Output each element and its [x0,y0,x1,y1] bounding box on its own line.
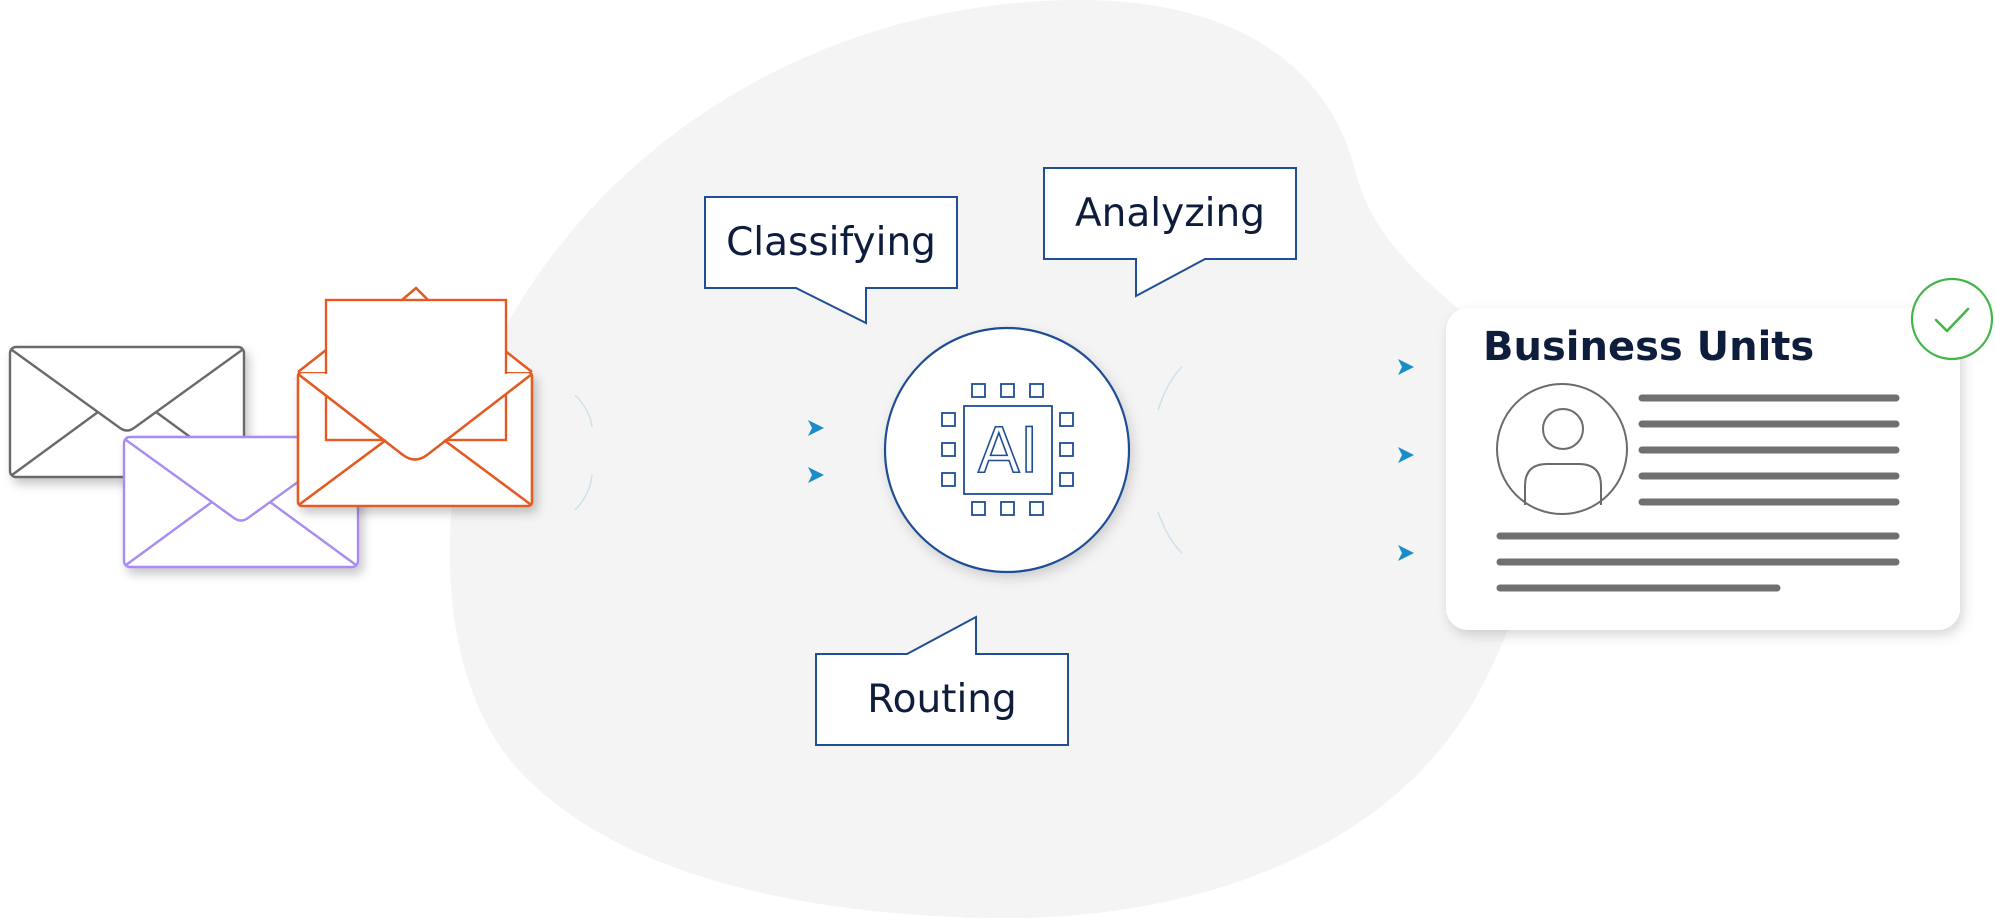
user-avatar-icon [1496,383,1628,515]
classifying-bubble: Classifying [704,196,958,325]
chip-label: AI [978,414,1039,487]
open-envelope-icon [296,286,534,508]
arrow-icon [808,467,824,483]
analyzing-label: Analyzing [1075,191,1265,236]
ai-chip-icon [941,383,1074,516]
ai-processor: AI [883,326,1131,574]
checkmark-icon [1910,277,1994,361]
routing-bubble: Routing [815,615,1069,746]
classifying-label: Classifying [726,220,936,265]
card-title: Business Units [1483,324,1814,370]
arrow-icon [1398,447,1414,463]
card-text-lines [1496,394,1900,592]
email-stack [8,286,534,569]
arrow-icon [1398,359,1414,375]
business-units-card: Business Units [1446,277,1994,630]
routing-label: Routing [867,677,1017,722]
analyzing-bubble: Analyzing [1043,167,1297,298]
outgoing-arrows [1157,359,1414,561]
arrow-icon [1398,545,1414,561]
arrow-icon [808,420,824,436]
incoming-arrows [574,394,824,511]
